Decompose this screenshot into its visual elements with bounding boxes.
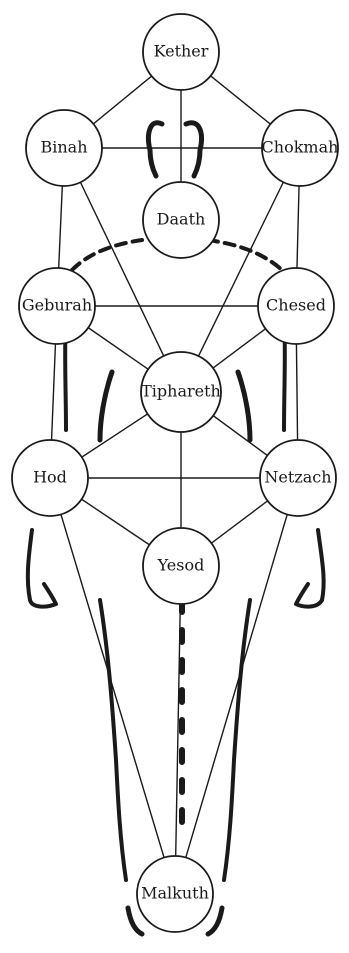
sephirah-daath: Daath	[143, 182, 219, 258]
sephirah-label: Binah	[40, 138, 87, 157]
sephirah-malkuth: Malkuth	[137, 856, 213, 932]
left-arm	[28, 530, 32, 600]
right-arm	[318, 530, 324, 600]
shoulder-line	[208, 240, 282, 270]
right-hand	[296, 584, 322, 607]
sephirah-label: Chesed	[266, 296, 326, 315]
right-arm	[238, 372, 250, 440]
head-outline	[186, 123, 201, 176]
sephirah-kether: Kether	[143, 14, 219, 90]
sephirah-label: Yesod	[157, 556, 205, 575]
sephirah-label: Daath	[157, 210, 206, 229]
sephirah-binah: Binah	[26, 110, 102, 186]
sephirah-chokmah: Chokmah	[262, 110, 339, 186]
sephirah-label: Chokmah	[262, 138, 339, 157]
left-hand	[30, 584, 56, 607]
sephirah-yesod: Yesod	[143, 528, 219, 604]
shoulder-line	[72, 240, 142, 270]
left-arm	[100, 372, 112, 440]
sephirah-label: Tiphareth	[141, 382, 221, 401]
right-leg	[224, 600, 250, 880]
left-foot	[128, 908, 142, 934]
right-foot	[208, 908, 222, 934]
sephirah-label: Hod	[33, 468, 67, 487]
head-outline	[149, 123, 163, 176]
sephirah-label: Geburah	[22, 296, 92, 315]
sephirah-label: Malkuth	[141, 884, 209, 903]
sephirah-label: Netzach	[264, 468, 331, 487]
sephirah-label: Kether	[154, 42, 209, 61]
sephirah-hod: Hod	[12, 440, 88, 516]
sephirah-geburah: Geburah	[19, 268, 95, 344]
sephirah-chesed: Chesed	[258, 268, 334, 344]
sephirah-tiphareth: Tiphareth	[141, 352, 221, 432]
sephirah-netzach: Netzach	[260, 440, 336, 516]
left-leg	[100, 600, 126, 880]
